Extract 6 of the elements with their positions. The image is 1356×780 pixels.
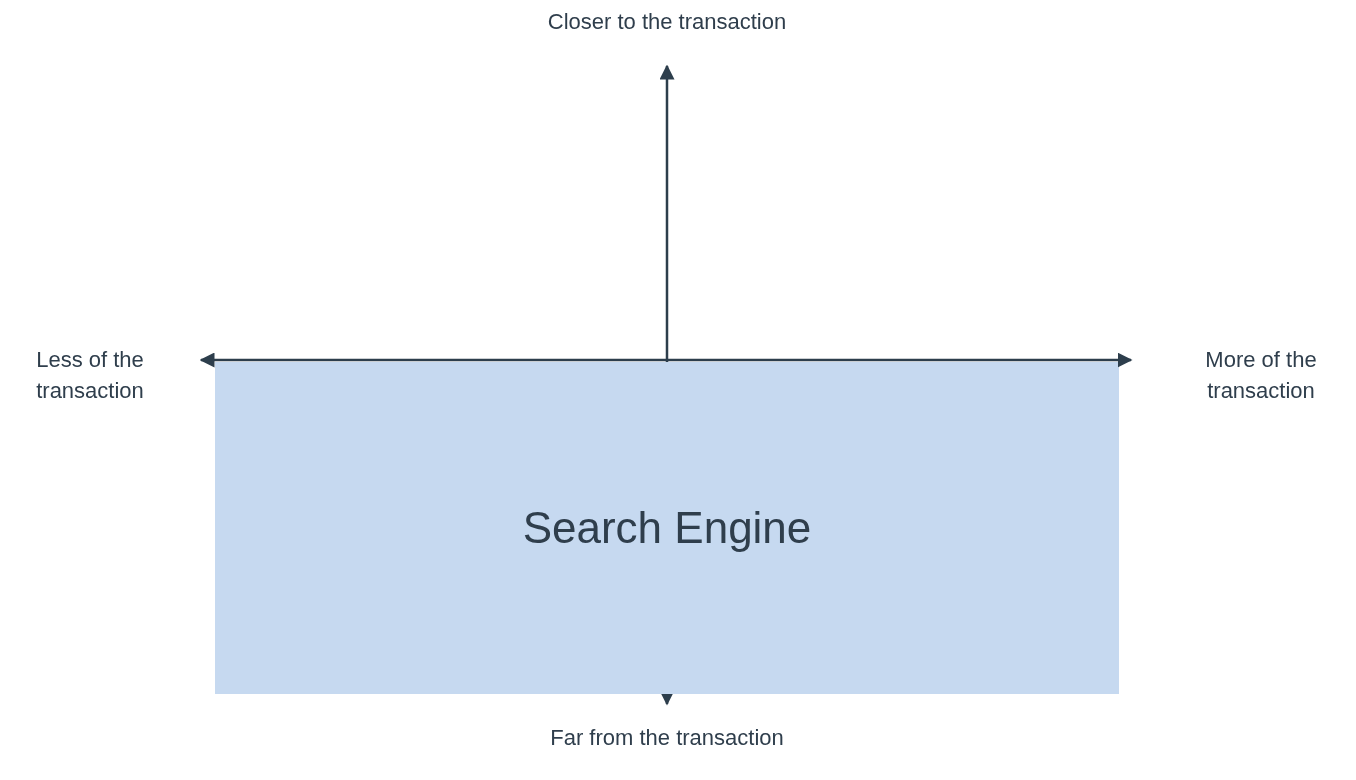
box-title: Search Engine xyxy=(522,503,812,553)
axis-label: Less of the transaction xyxy=(35,346,145,405)
axis-label: Far from the transaction xyxy=(549,724,785,752)
positioning-box xyxy=(215,362,1119,694)
axis-label: Closer to the transaction xyxy=(546,8,788,36)
axis-label: More of the transaction xyxy=(1204,346,1318,405)
